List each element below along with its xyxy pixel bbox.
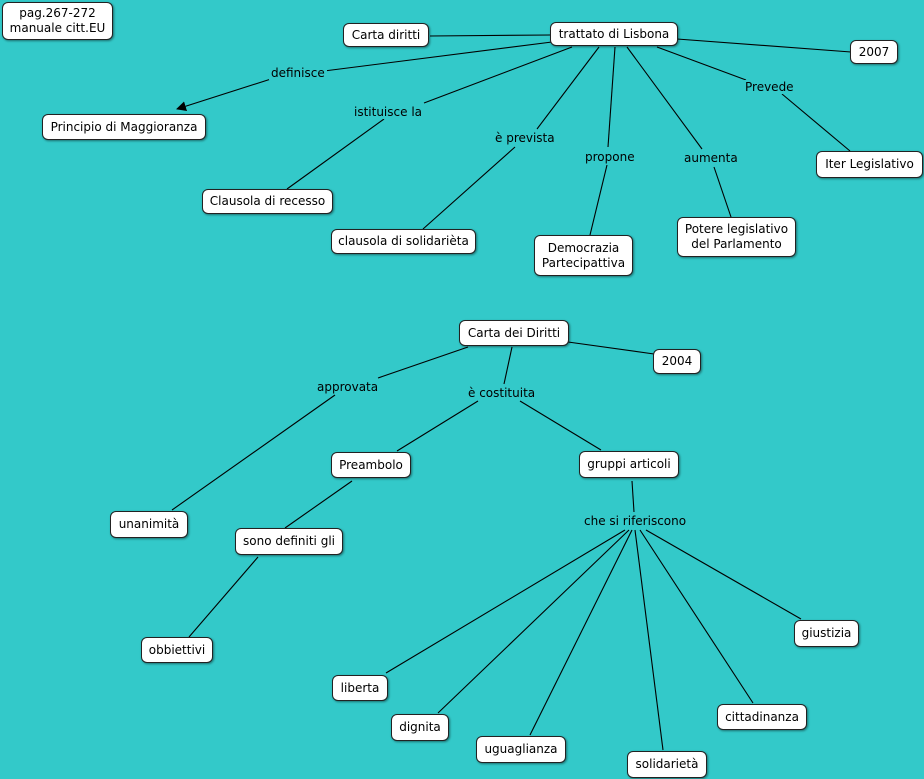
- link-prevede-iter: [781, 93, 851, 152]
- note-node[interactable]: pag.267-272 manuale citt.EU: [2, 2, 113, 40]
- link-lisbona-aumenta: [626, 46, 703, 150]
- label-costituita: è costituita: [466, 386, 538, 400]
- link-carta-costituita: [503, 346, 513, 385]
- clausola-recesso-node[interactable]: Clausola di recesso: [202, 189, 333, 214]
- preambolo-node[interactable]: Preambolo: [331, 452, 411, 478]
- link-propone-democrazia: [589, 164, 608, 236]
- potere-legislativo-node[interactable]: Potere legislativo del Parlamento: [677, 217, 796, 257]
- link-lisbona-definisce: [323, 41, 553, 72]
- obbiettivi-node[interactable]: obbiettivi: [141, 637, 213, 663]
- dignita-node[interactable]: dignita: [391, 714, 449, 741]
- iter-legislativo-node[interactable]: Iter Legislativo: [816, 151, 923, 178]
- link-lisbona-carta: [429, 34, 552, 37]
- link-lisbona-istituisce: [423, 46, 573, 104]
- label-aumenta: aumenta: [682, 151, 740, 165]
- cittadinanza-node[interactable]: cittadinanza: [717, 704, 807, 730]
- link-lisbona-prevede: [656, 46, 747, 81]
- link-istituisce-recesso: [286, 118, 385, 190]
- label-riferiscono: che si riferiscono: [582, 514, 689, 528]
- link-costituita-gruppi: [519, 400, 602, 451]
- link-lisbona-propone: [607, 46, 616, 148]
- link-gruppi-riferiscono: [631, 480, 635, 513]
- link-riferiscono-liberta: [385, 529, 626, 674]
- link-riferiscono-dignita: [437, 529, 630, 714]
- link-preambolo-definiti: [284, 480, 353, 529]
- year-2007-node[interactable]: 2007: [850, 40, 898, 64]
- gruppi-articoli-node[interactable]: gruppi articoli: [579, 451, 679, 478]
- label-definisce: definisce: [269, 66, 327, 80]
- year-2004-node[interactable]: 2004: [653, 349, 701, 374]
- principio-maggioranza-node[interactable]: Principio di Maggioranza: [42, 114, 206, 140]
- clausola-solidarieta-node[interactable]: clausola di solidarièta: [331, 229, 476, 254]
- label-prevede: Prevede: [743, 80, 796, 94]
- link-lisbona-prevista: [536, 46, 600, 130]
- link-carta-2004: [567, 341, 655, 355]
- link-definisce-maggioranza: [176, 78, 272, 112]
- sono-definiti-node[interactable]: sono definiti gli: [235, 528, 343, 555]
- uguaglianza-node[interactable]: uguaglianza: [476, 736, 566, 763]
- liberta-node[interactable]: liberta: [332, 675, 388, 701]
- link-approvata-unanimita: [171, 394, 336, 511]
- link-riferiscono-giustizia: [645, 529, 802, 620]
- trattato-lisbona-node[interactable]: trattato di Lisbona: [550, 22, 678, 46]
- link-aumenta-potere: [713, 166, 732, 218]
- link-costituita-preambolo: [396, 400, 479, 452]
- carta-dei-diritti-node[interactable]: Carta dei Diritti: [459, 320, 569, 346]
- unanimita-node[interactable]: unanimità: [110, 511, 188, 538]
- link-riferiscono-solidarieta: [634, 529, 664, 751]
- label-propone: propone: [583, 150, 637, 164]
- link-prevista-solidarieta: [422, 146, 516, 230]
- link-definiti-obbiettivi: [188, 556, 259, 638]
- link-carta-approvata: [377, 346, 469, 379]
- democrazia-partecipattiva-node[interactable]: Democrazia Partecipattiva: [534, 235, 633, 276]
- solidarieta-node[interactable]: solidarietà: [627, 751, 707, 778]
- carta-diritti-node[interactable]: Carta diritti: [343, 23, 429, 47]
- label-approvata: approvata: [315, 380, 381, 394]
- link-riferiscono-uguaglianza: [529, 529, 633, 736]
- link-lisbona-2007: [676, 38, 852, 53]
- giustizia-node[interactable]: giustizia: [794, 620, 859, 647]
- label-prevista: è prevista: [493, 131, 557, 145]
- label-istituisce: istituisce la: [352, 105, 425, 119]
- link-riferiscono-cittadinanza: [639, 529, 754, 704]
